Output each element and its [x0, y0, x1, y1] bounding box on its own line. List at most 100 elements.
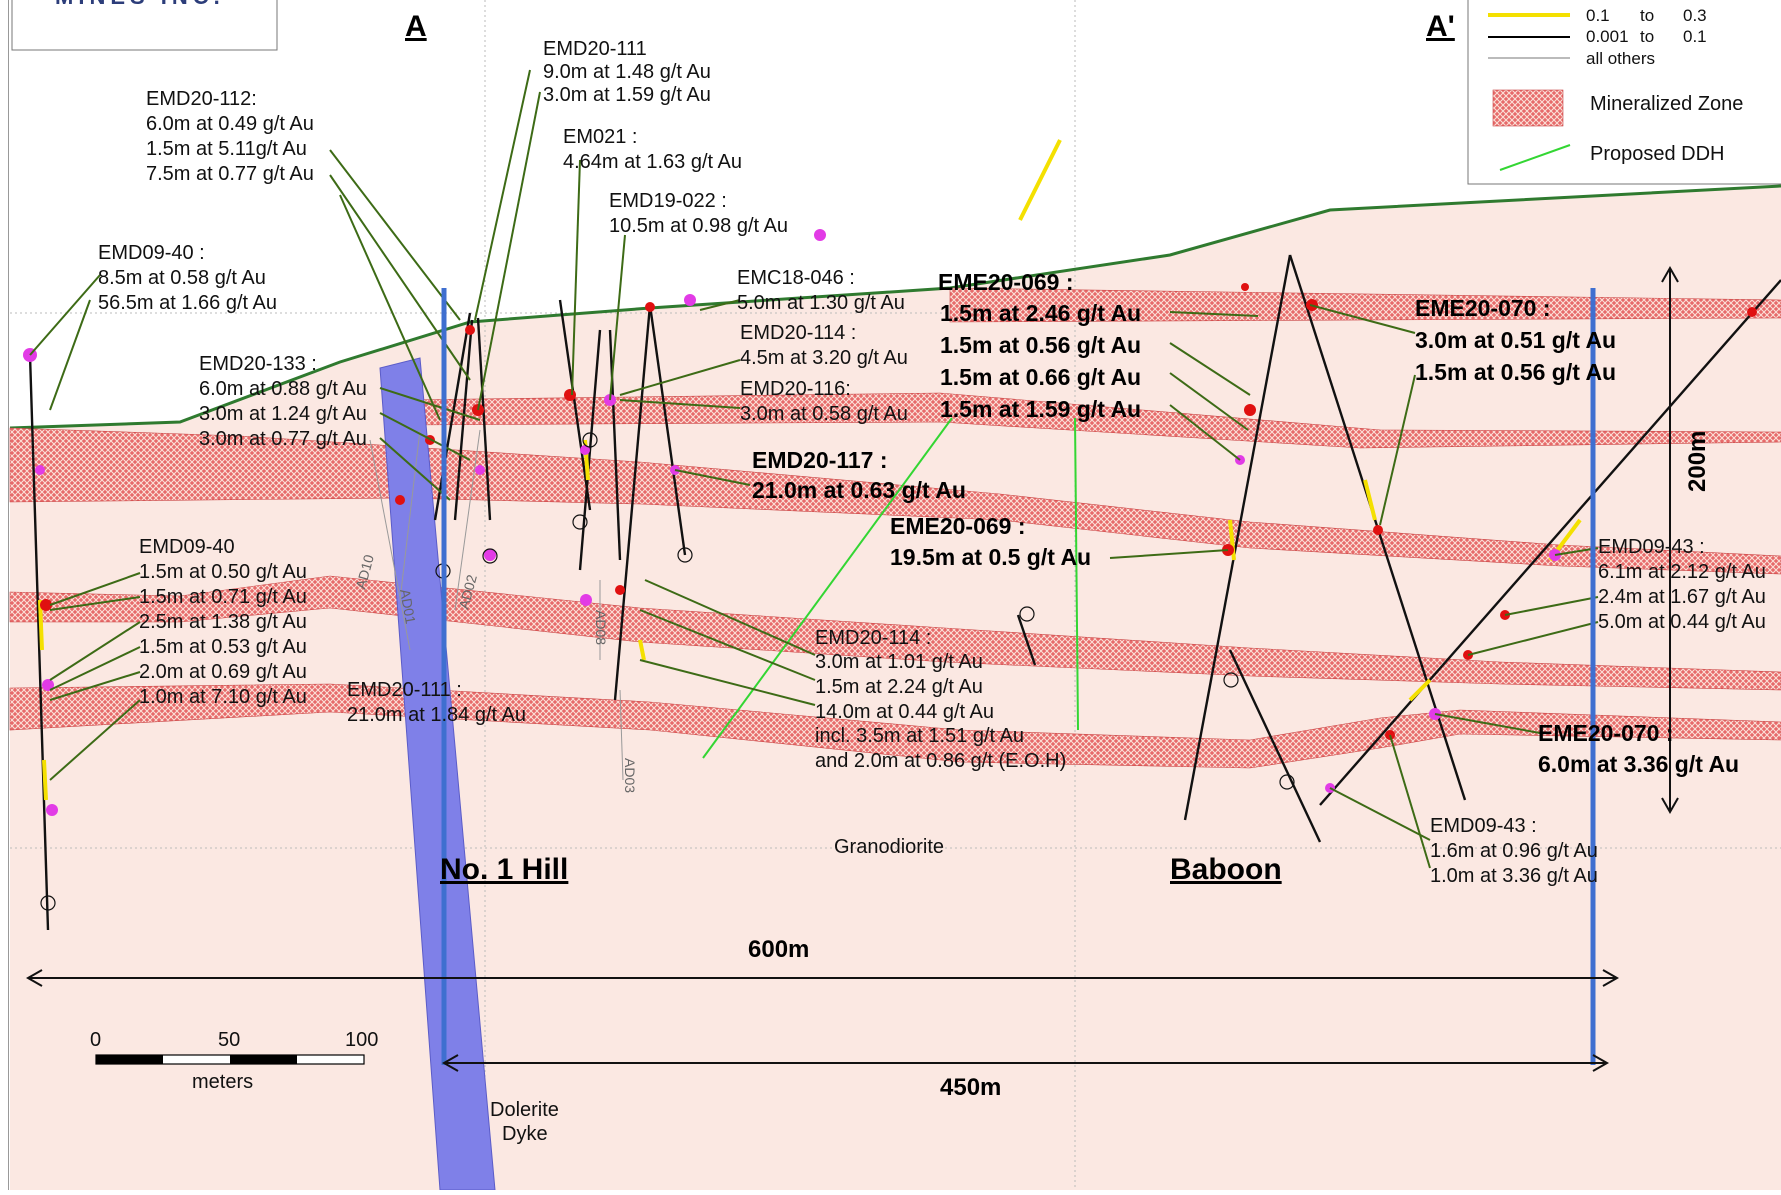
mineralized-zone-2: [399, 392, 1781, 449]
hole-end-markers: [40, 432, 1295, 911]
label-emd09-43-low: EMD09-43 : 1.6m at 0.96 g/t Au 1.0m at 3…: [1430, 815, 1598, 887]
hole-code-ad01: AD01: [397, 588, 419, 625]
label-eme20-070-low: EME20-070 : 6.0m at 3.36 g/t Au: [1538, 720, 1739, 777]
svg-text:1.5m at 0.50 g/t Au: 1.5m at 0.50 g/t Au: [139, 561, 307, 583]
mineralized-zone-5: [9, 683, 1781, 769]
label-emd09-40-top: EMD09-40 : 8.5m at 0.58 g/t Au 56.5m at …: [98, 242, 277, 314]
svg-text:1.5m at 0.66 g/t Au: 1.5m at 0.66 g/t Au: [940, 364, 1141, 390]
svg-text:EME20-070 :: EME20-070 :: [1538, 720, 1674, 746]
svg-text:6.1m at 2.12 g/t Au: 6.1m at 2.12 g/t Au: [1598, 561, 1766, 583]
section-start-label: A: [405, 10, 427, 43]
svg-text:1.5m at 5.11g/t Au: 1.5m at 5.11g/t Au: [146, 138, 307, 160]
svg-text:EMD20-111 :: EMD20-111 :: [347, 679, 462, 701]
svg-text:8.5m at 0.58 g/t Au: 8.5m at 0.58 g/t Au: [98, 267, 266, 289]
svg-text:4.64m at 1.63 g/t Au: 4.64m at 1.63 g/t Au: [563, 151, 742, 173]
label-emd20-111: EMD20-111 9.0m at 1.48 g/t Au 3.0m at 1.…: [543, 38, 711, 106]
legend-proposed-swatch: [1499, 144, 1571, 171]
svg-text:3.0m at 1.01 g/t Au: 3.0m at 1.01 g/t Au: [815, 651, 983, 673]
dyke-label-line1: Dolerite: [490, 1099, 559, 1121]
company-logo-box: [11, 0, 278, 51]
svg-text:4.5m at 3.20 g/t Au: 4.5m at 3.20 g/t Au: [740, 347, 908, 369]
svg-text:1.6m at 0.96 g/t Au: 1.6m at 0.96 g/t Au: [1430, 840, 1598, 862]
label-emd09-43-right: EMD09-43 : 6.1m at 2.12 g/t Au 2.4m at 1…: [1598, 536, 1766, 633]
label-emd20-116: EMD20-116: 3.0m at 0.58 g/t Au: [740, 378, 908, 425]
svg-text:EMD09-43 :: EMD09-43 :: [1598, 536, 1705, 558]
leader-lines: [29, 69, 1599, 869]
label-emd20-111-low: EMD20-111 : 21.0m at 1.84 g/t Au: [347, 679, 526, 726]
svg-text:3.0m at 0.77 g/t Au: 3.0m at 0.77 g/t Au: [199, 428, 367, 450]
svg-text:EMD20-116:: EMD20-116:: [740, 378, 851, 400]
svg-text:EMD20-112:: EMD20-112:: [146, 88, 257, 110]
legend-mineralized-swatch: [1492, 89, 1564, 127]
scale-tick-100: 100: [345, 1029, 378, 1051]
svg-text:19.5m at 0.5 g/t Au: 19.5m at 0.5 g/t Au: [890, 544, 1091, 570]
svg-text:2.5m at 1.38 g/t Au: 2.5m at 1.38 g/t Au: [139, 611, 307, 633]
svg-text:EMD09-43 :: EMD09-43 :: [1430, 815, 1537, 837]
legend-grade-3-label: all others: [1586, 49, 1655, 68]
svg-text:6.0m at 0.88 g/t Au: 6.0m at 0.88 g/t Au: [199, 378, 367, 400]
scale-tick-50: 50: [218, 1029, 240, 1051]
mineralized-zone-4: [9, 575, 1781, 691]
svg-text:EMD20-114 :: EMD20-114 :: [815, 627, 931, 649]
svg-text:5.0m at 0.44 g/t Au: 5.0m at 0.44 g/t Au: [1598, 611, 1766, 633]
legend-grade-2-to: 0.1: [1683, 27, 1707, 46]
svg-text:3.0m at 0.51 g/t Au: 3.0m at 0.51 g/t Au: [1415, 327, 1616, 353]
dimension-arrows: [25, 265, 1679, 1072]
hole-code-ad03: AD03: [622, 758, 638, 793]
svg-text:10.5m at 0.98 g/t Au: 10.5m at 0.98 g/t Au: [609, 215, 788, 237]
svg-text:56.5m at 1.66 g/t Au: 56.5m at 1.66 g/t Au: [98, 292, 277, 314]
svg-text:EMD20-114 :: EMD20-114 :: [740, 322, 856, 344]
svg-text:21.0m at 0.63 g/t Au: 21.0m at 0.63 g/t Au: [752, 477, 966, 503]
legend-grade-1-to-word: to: [1640, 6, 1654, 25]
hole-code-ad08: AD08: [593, 610, 609, 645]
label-emd20-114-top: EMD20-114 : 4.5m at 3.20 g/t Au: [740, 322, 908, 369]
svg-text:EME20-069 :: EME20-069 :: [890, 513, 1026, 539]
svg-text:1.5m at 2.46 g/t Au: 1.5m at 2.46 g/t Au: [940, 300, 1141, 326]
dimension-200m: 200m: [1684, 431, 1711, 492]
svg-text:EME20-070 :: EME20-070 :: [1415, 295, 1551, 321]
legend-grade-2-to-word: to: [1640, 27, 1654, 46]
area-granodiorite: Granodiorite: [834, 836, 944, 858]
scale-tick-0: 0: [90, 1029, 101, 1051]
label-emc18-046: EMC18-046 : 5.0m at 1.30 g/t Au: [737, 267, 905, 314]
svg-text:EMD19-022 :: EMD19-022 :: [609, 190, 727, 212]
svg-text:1.0m at 7.10 g/t Au: 1.0m at 7.10 g/t Au: [139, 686, 307, 708]
label-em021: EM021 : 4.64m at 1.63 g/t Au: [563, 126, 742, 173]
svg-text:5.0m at 1.30 g/t Au: 5.0m at 1.30 g/t Au: [737, 292, 905, 314]
label-emd20-133: EMD20-133 : 6.0m at 0.88 g/t Au 3.0m at …: [199, 353, 367, 450]
svg-text:21.0m at 1.84 g/t Au: 21.0m at 1.84 g/t Au: [347, 704, 526, 726]
label-emd20-112: EMD20-112: 6.0m at 0.49 g/t Au 1.5m at 5…: [146, 88, 314, 185]
label-eme20-070-top: EME20-070 : 3.0m at 0.51 g/t Au 1.5m at …: [1415, 295, 1616, 385]
label-eme20-069-mid: EME20-069 : 19.5m at 0.5 g/t Au: [890, 513, 1091, 570]
svg-text:9.0m at 1.48 g/t Au: 9.0m at 1.48 g/t Au: [543, 61, 711, 83]
area-baboon: Baboon: [1170, 853, 1282, 886]
label-emd20-114-low: EMD20-114 : 3.0m at 1.01 g/t Au 1.5m at …: [815, 627, 1066, 772]
hole-code-ad10: AD10: [352, 553, 377, 591]
svg-text:EMD20-111: EMD20-111: [543, 38, 647, 60]
dyke-label-line2: Dyke: [502, 1123, 548, 1145]
svg-text:2.4m at 1.67 g/t Au: 2.4m at 1.67 g/t Au: [1598, 586, 1766, 608]
area-no1-hill: No. 1 Hill: [440, 853, 568, 886]
svg-text:1.0m at 3.36 g/t Au: 1.0m at 3.36 g/t Au: [1430, 865, 1598, 887]
section-boundaries: [441, 288, 1596, 1065]
mineralized-zones: [9, 287, 1781, 769]
label-eme20-069-top: EME20-069 : 1.5m at 2.46 g/t Au 1.5m at …: [938, 269, 1141, 422]
legend-grade-1-from: 0.1: [1586, 6, 1610, 25]
svg-text:3.0m at 1.59 g/t Au: 3.0m at 1.59 g/t Au: [543, 84, 711, 106]
hole-code-ad02: AD02: [455, 573, 480, 611]
svg-text:14.0m at 0.44 g/t Au: 14.0m at 0.44 g/t Au: [815, 701, 994, 723]
svg-text:EMD20-133 :: EMD20-133 :: [199, 353, 317, 375]
section-end-label: A': [1426, 10, 1455, 43]
label-emd19-022: EMD19-022 : 10.5m at 0.98 g/t Au: [609, 190, 788, 237]
svg-text:1.5m at 0.56 g/t Au: 1.5m at 0.56 g/t Au: [940, 332, 1141, 358]
svg-text:3.0m at 1.24 g/t Au: 3.0m at 1.24 g/t Au: [199, 403, 367, 425]
mineralized-zone-3: [9, 427, 1781, 575]
scale-bar: [95, 1054, 365, 1065]
mineralized-zone-1: [949, 287, 1781, 323]
svg-text:1.5m at 1.59 g/t Au: 1.5m at 1.59 g/t Au: [940, 396, 1141, 422]
svg-text:1.5m at 2.24 g/t Au: 1.5m at 2.24 g/t Au: [815, 676, 983, 698]
legend-mineralized-label: Mineralized Zone: [1590, 93, 1743, 115]
